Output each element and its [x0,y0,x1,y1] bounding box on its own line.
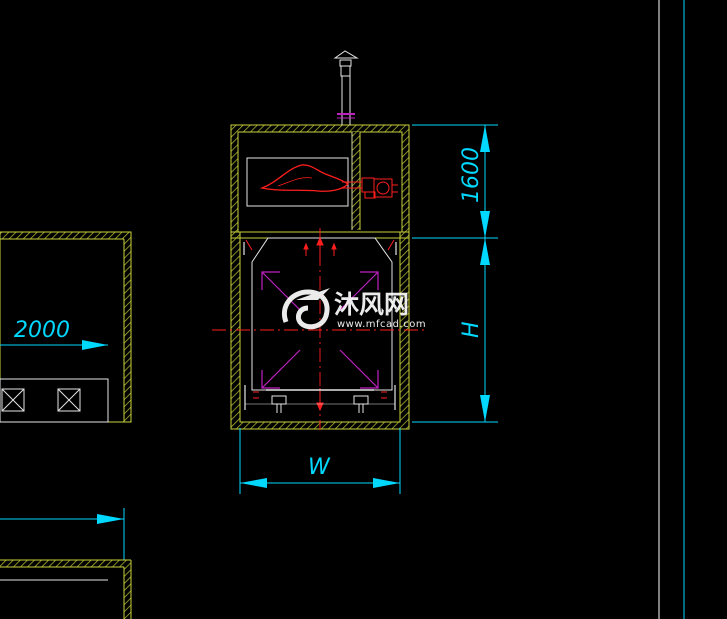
dimension-bottom: W [239,428,401,494]
chimney [333,50,359,230]
watermark-logo [282,288,330,330]
drawing-frame-border [658,0,685,619]
dimension-lower-height-label: H [459,321,484,338]
watermark-url: www.mfcad.com [337,319,426,330]
dimension-left-width-label: 2000 [14,318,70,343]
left-unit-box-2 [57,388,81,412]
dimension-right: 1600 H [412,124,498,423]
left-unit-box-1 [1,388,25,412]
burner [342,177,398,199]
flame-shape [259,164,350,192]
left-unit-upper [0,231,132,423]
watermark: 沐风网 www.mfcad.com [282,288,426,330]
dimension-upper-height-label: 1600 [459,147,484,203]
left-unit-lower [0,508,132,619]
drying-chamber-internals [212,228,428,430]
dimension-left-width: 2000 [0,318,108,350]
trolley [245,389,395,413]
watermark-brand: 沐风网 [334,290,409,319]
dimension-width-label: W [308,455,331,480]
